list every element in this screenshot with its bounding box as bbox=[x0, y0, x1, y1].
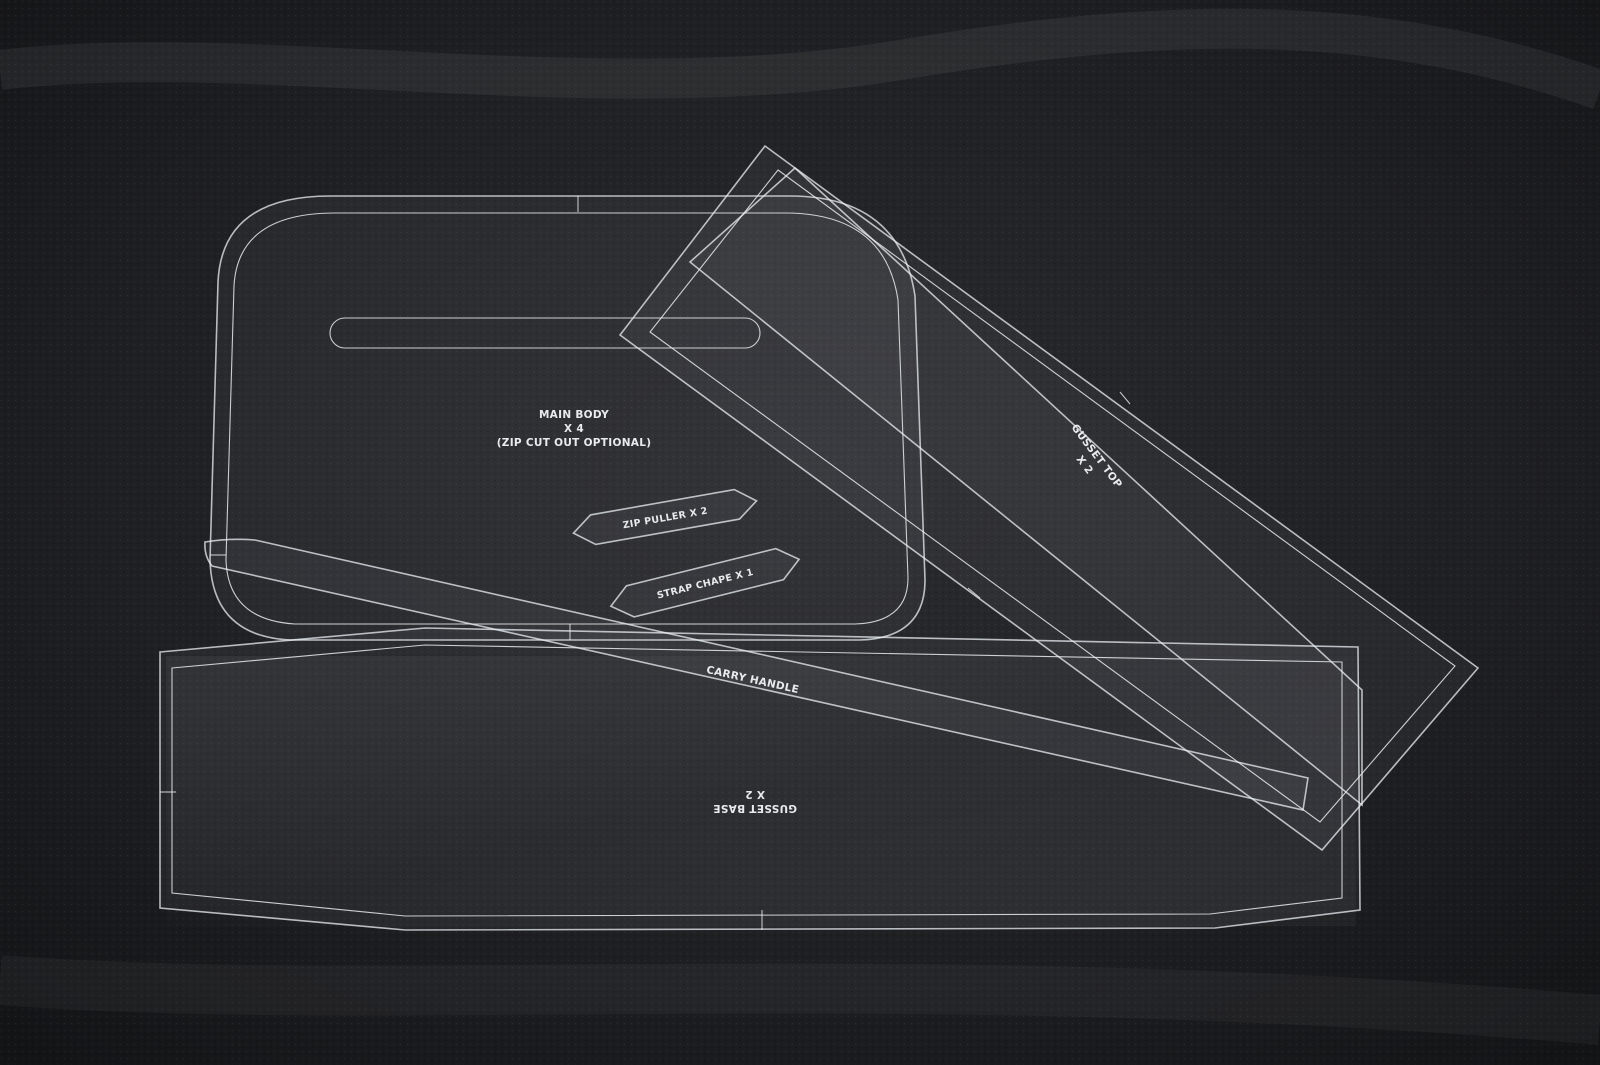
leather-fold-highlight bbox=[0, 8, 1600, 109]
main-body-quantity: X 4 bbox=[564, 423, 584, 435]
gusset-top-template: GUSSET TOP X 2 bbox=[618, 144, 1480, 852]
zip-puller-template: ZIP PULLER X 2 bbox=[572, 488, 758, 546]
gusset-base-name: GUSSET BASE bbox=[713, 802, 797, 814]
gusset-base-template: GUSSET BASE X 2 bbox=[159, 627, 1361, 931]
gusset-base-quantity: X 2 bbox=[745, 788, 765, 800]
main-body-note: (ZIP CUT OUT OPTIONAL) bbox=[497, 437, 652, 449]
main-body-name: MAIN BODY bbox=[539, 409, 609, 421]
leather-fold-highlight bbox=[0, 955, 1600, 1045]
